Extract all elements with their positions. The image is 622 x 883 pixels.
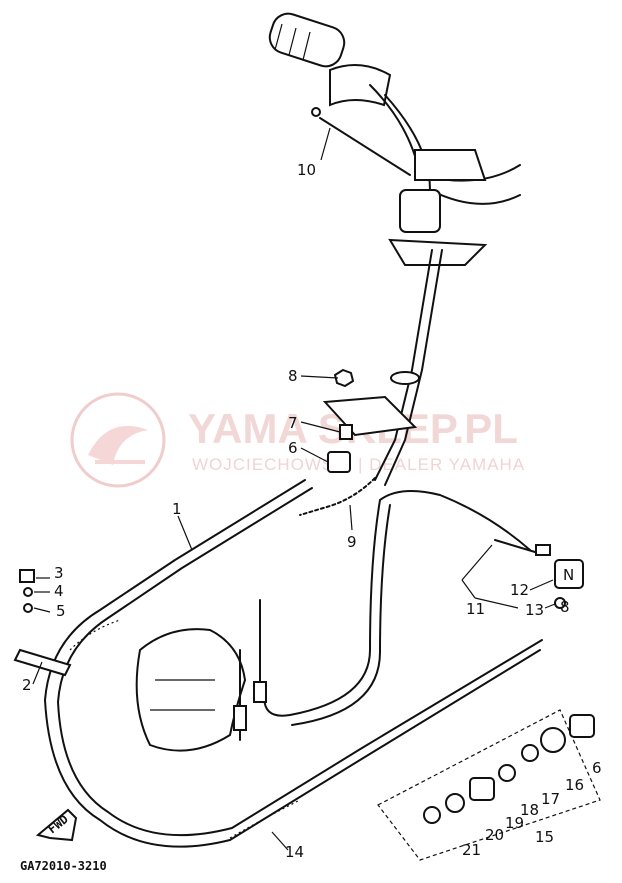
callout-14: 14 [285, 843, 304, 861]
watermark-logo [70, 392, 166, 488]
callout-6-upper: 6 [288, 439, 298, 457]
callout-7: 7 [288, 414, 298, 432]
callout-2: 2 [22, 676, 32, 694]
callout-12: 12 [510, 581, 529, 599]
callout-8: 8 [288, 367, 298, 385]
callout-15: 15 [535, 828, 554, 846]
reference-code: GA72010-3210 [20, 859, 107, 873]
callout-3: 3 [54, 564, 64, 582]
callout-9: 9 [347, 533, 357, 551]
callout-17: 17 [541, 790, 560, 808]
callout-13: 13 [525, 601, 544, 619]
cable-routing [13, 107, 601, 861]
leader-lines [32, 127, 556, 851]
callout-6-lower: 6 [592, 759, 602, 777]
callout-21: 21 [462, 841, 481, 859]
handlebar [268, 12, 521, 266]
callout-8-lower: 8 [560, 598, 570, 616]
callouts: 1 2 3 4 5 6 6 7 8 8 9 10 11 12 13 14 15 … [22, 161, 602, 861]
callout-18: 18 [520, 801, 539, 819]
watermark-subline: WOJCIECHOWSKI | DEALER YAMAHA [192, 455, 525, 474]
callout-4: 4 [54, 582, 64, 600]
neutral-label: N [563, 566, 574, 584]
callout-10: 10 [297, 161, 316, 179]
callout-5: 5 [56, 602, 66, 620]
callout-20: 20 [485, 826, 504, 844]
callout-19: 19 [505, 814, 524, 832]
callout-16: 16 [565, 776, 584, 794]
fwd-arrow-icon: FWD [35, 808, 78, 842]
callout-1: 1 [172, 500, 182, 518]
callout-11: 11 [466, 600, 485, 618]
